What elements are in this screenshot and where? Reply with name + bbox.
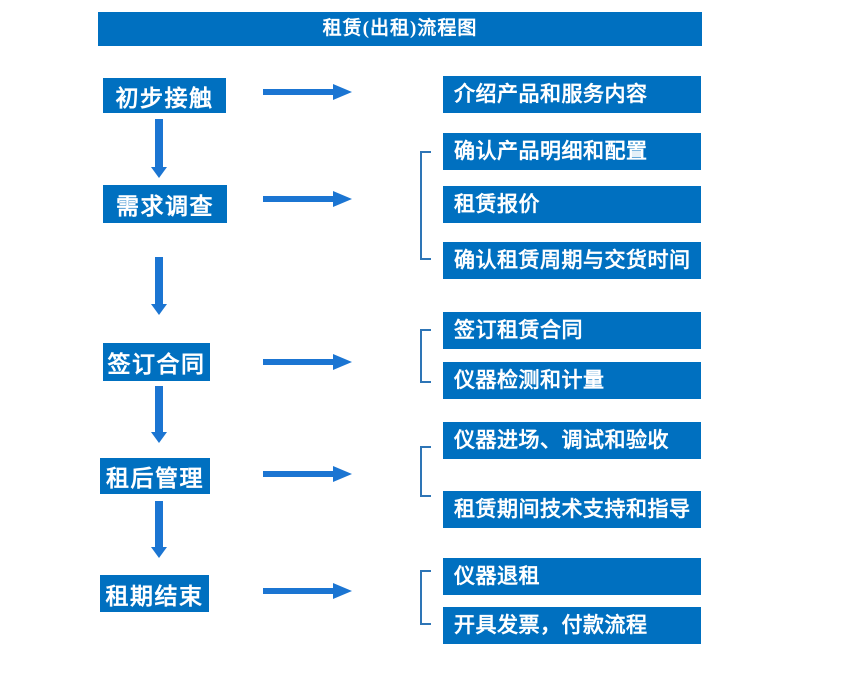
detail-box-instrument-return: 仪器退租 [443,558,701,595]
step-box-demand-survey: 需求调查 [103,185,227,223]
detail-box-instrument-setup: 仪器进场、调试和验收 [443,422,701,459]
step-box-sign-contract: 签订合同 [103,343,210,381]
down-arrow-icon [151,257,167,315]
detail-label: 仪器退租 [454,564,540,588]
detail-label: 确认租赁周期与交货时间 [454,248,691,272]
group-bracket-demand-survey [420,151,431,260]
detail-box-rental-quote: 租赁报价 [443,186,701,223]
step-box-initial-contact: 初步接触 [103,78,226,113]
group-bracket-sign-contract [420,329,431,383]
right-arrow-icon [263,466,352,482]
down-arrow-icon [151,501,167,558]
flowchart-title: 租赁(出租)流程图 [322,18,478,39]
detail-label: 仪器进场、调试和验收 [454,428,669,452]
step-box-rental-end: 租期结束 [100,575,209,612]
step-label: 需求调查 [116,194,214,219]
detail-box-sign-rental-contract: 签订租赁合同 [443,312,701,349]
right-arrow-icon [263,84,352,100]
detail-label: 仪器检测和计量 [454,368,605,392]
detail-box-tech-support: 租赁期间技术支持和指导 [443,491,701,528]
detail-label: 开具发票，付款流程 [454,613,648,637]
detail-label: 租赁报价 [454,192,540,216]
right-arrow-icon [263,354,352,370]
group-bracket-rental-end [420,570,431,625]
detail-label: 确认产品明细和配置 [454,139,648,163]
right-arrow-icon [263,583,352,599]
step-label: 租后管理 [106,466,204,491]
right-arrow-icon [263,191,352,207]
detail-box-invoice-payment: 开具发票，付款流程 [443,607,701,644]
flowchart-title-bar: 租赁(出租)流程图 [98,12,702,46]
step-box-post-rental-mgmt: 租后管理 [100,458,210,494]
detail-box-instrument-testing: 仪器检测和计量 [443,362,701,399]
step-label: 租期结束 [105,583,204,609]
step-label: 签订合同 [107,352,206,377]
detail-label: 租赁期间技术支持和指导 [454,497,691,521]
group-bracket-post-rental-mgmt [420,446,431,497]
detail-box-confirm-period: 确认租赁周期与交货时间 [443,242,701,279]
detail-label: 介绍产品和服务内容 [454,82,648,106]
step-label: 初步接触 [115,85,214,111]
down-arrow-icon [151,386,167,443]
detail-box-confirm-product-spec: 确认产品明细和配置 [443,133,701,170]
detail-label: 签订租赁合同 [454,318,583,342]
down-arrow-icon [151,119,167,178]
detail-box-introduce-products: 介绍产品和服务内容 [443,76,701,113]
